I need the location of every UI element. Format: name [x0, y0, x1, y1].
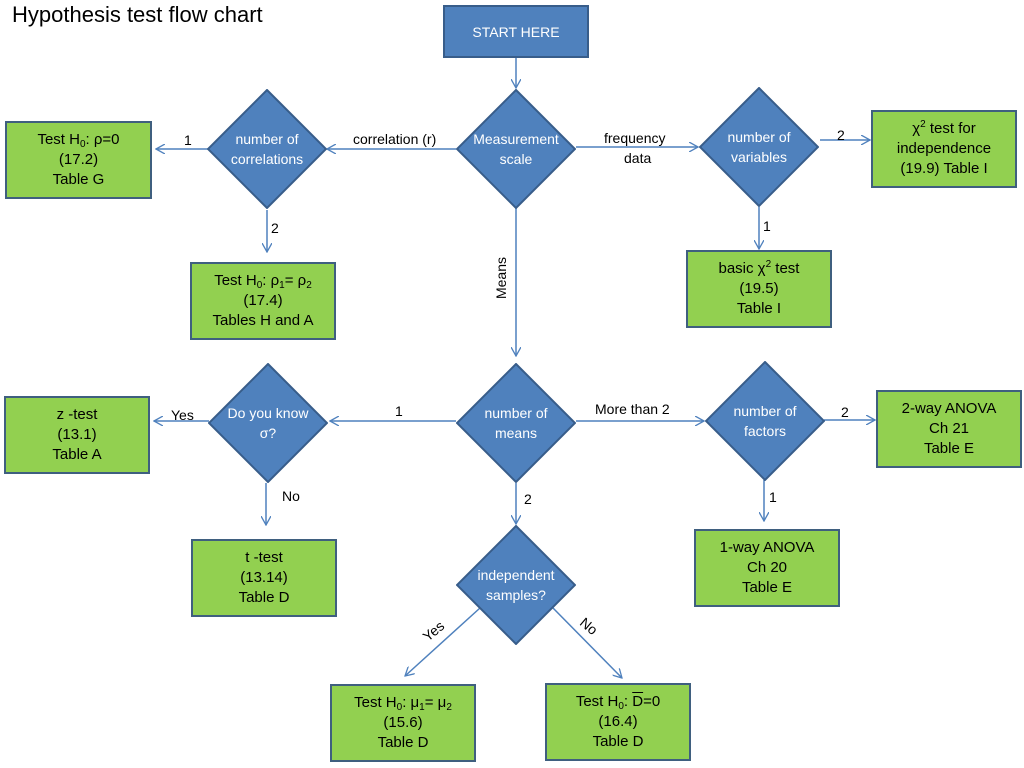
arrow-independent-to-mu-equal	[405, 607, 481, 676]
label-sigma-yes: Yes	[171, 407, 194, 423]
variables-line-1: number of	[727, 129, 791, 145]
correlations-line-2: correlations	[230, 151, 304, 167]
z-test-line-2: (13.1)	[57, 426, 97, 443]
mu-equal-box: Test H0: μ1= μ2 (15.6) Table D	[330, 684, 476, 762]
rho-zero-box: Test H0: ρ=0 (17.2) Table G	[5, 121, 152, 199]
mu-equal-line-1: Test H0: μ1= μ2	[354, 694, 452, 713]
label-means-2: 2	[524, 491, 532, 507]
start-label: START HERE	[472, 23, 560, 40]
d-zero-line-2: (16.4)	[598, 713, 638, 730]
d-zero-line-3: Table D	[592, 733, 644, 750]
rho-equal-line-3: Tables H and A	[212, 312, 314, 329]
rho-equal-box: Test H0: ρ1= ρ2 (17.4) Tables H and A	[190, 262, 336, 340]
label-corr-1: 1	[184, 132, 192, 148]
label-var-1: 1	[763, 218, 771, 234]
know-sigma-diamond: Do you know σ?	[208, 363, 328, 483]
anova1-line-3: Table E	[741, 579, 793, 596]
correlations-diamond: number of correlations	[207, 89, 327, 209]
know-sigma-line-1: Do you know	[227, 405, 309, 421]
label-frequency: frequency	[604, 130, 666, 146]
z-test-box: z -test (13.1) Table A	[4, 396, 150, 474]
label-means: Means	[493, 256, 510, 300]
label-correlation: correlation (r)	[353, 131, 437, 147]
page-title: Hypothesis test flow chart	[12, 2, 263, 27]
variables-diamond: number of variables	[699, 87, 819, 207]
label-corr-2: 2	[271, 220, 279, 236]
t-test-line-2: (13.14)	[240, 569, 288, 586]
rho-zero-line-1: Test H0: ρ=0	[37, 131, 120, 150]
chi-basic-line-2: (19.5)	[739, 280, 779, 297]
d-zero-line-1: Test H0: D=0	[575, 693, 661, 712]
chi-basic-line-3: Table I	[736, 300, 782, 317]
anova2-line-3: Table E	[923, 440, 975, 457]
chi-indep-line-3: (19.9) Table I	[900, 160, 988, 177]
means-line-1: number of	[484, 405, 548, 421]
variables-line-2: variables	[730, 149, 788, 165]
label-factors-2: 2	[841, 404, 849, 420]
chi-indep-line-1: χ2 test for	[912, 119, 976, 138]
anova2-line-1: 2-way ANOVA	[901, 400, 997, 417]
t-test-line-1: t -test	[245, 549, 283, 566]
know-sigma-line-2: σ?	[259, 425, 277, 441]
rho-equal-line-2: (17.4)	[243, 292, 283, 309]
arrow-independent-to-d-zero	[552, 607, 622, 678]
z-test-line-1: z -test	[56, 406, 98, 423]
anova2-line-2: Ch 21	[928, 420, 970, 437]
chi-basic-line-1: basic χ2 test	[718, 259, 800, 278]
independent-line-1: independent	[477, 567, 555, 583]
factors-line-1: number of	[733, 403, 797, 419]
rho-zero-line-2: (17.2)	[58, 151, 99, 168]
label-frequency-data: data	[624, 150, 652, 166]
label-more-than-2: More than 2	[595, 401, 670, 417]
label-factors-1: 1	[769, 489, 777, 505]
two-way-anova-box: 2-way ANOVA Ch 21 Table E	[876, 390, 1022, 468]
rho-zero-line-3: Table G	[52, 171, 105, 188]
anova1-line-2: Ch 20	[746, 559, 788, 576]
chi-indep-line-2: independence	[896, 140, 992, 157]
t-test-line-3: Table D	[238, 589, 290, 606]
start-box: START HERE	[443, 5, 589, 58]
z-test-line-3: Table A	[52, 446, 102, 463]
anova1-line-1: 1-way ANOVA	[719, 539, 815, 556]
measurement-scale-diamond: Measurement scale	[456, 89, 576, 209]
measurement-line-2: scale	[499, 151, 533, 167]
means-diamond: number of means	[456, 363, 576, 483]
factors-diamond: number of factors	[705, 361, 825, 481]
label-sigma-no: No	[282, 488, 300, 504]
measurement-line-1: Measurement	[473, 131, 559, 147]
one-way-anova-box: 1-way ANOVA Ch 20 Table E	[694, 529, 840, 607]
independent-line-2: samples?	[486, 587, 546, 603]
mu-equal-line-2: (15.6)	[383, 714, 423, 731]
chi-independence-box: χ2 test for independence (19.9) Table I	[871, 110, 1017, 188]
label-means-1: 1	[395, 403, 403, 419]
chi-basic-box: basic χ2 test (19.5) Table I	[686, 250, 832, 328]
factors-line-2: factors	[743, 423, 786, 439]
means-line-2: means	[494, 425, 538, 441]
rho-equal-line-1: Test H0: ρ1= ρ2	[214, 272, 312, 291]
mu-equal-line-3: Table D	[377, 734, 429, 751]
d-zero-box: Test H0: D=0 (16.4) Table D	[545, 683, 691, 761]
correlations-line-1: number of	[235, 131, 299, 147]
t-test-box: t -test (13.14) Table D	[191, 539, 337, 617]
independent-samples-diamond: independent samples?	[456, 525, 576, 645]
label-var-2: 2	[837, 127, 845, 143]
